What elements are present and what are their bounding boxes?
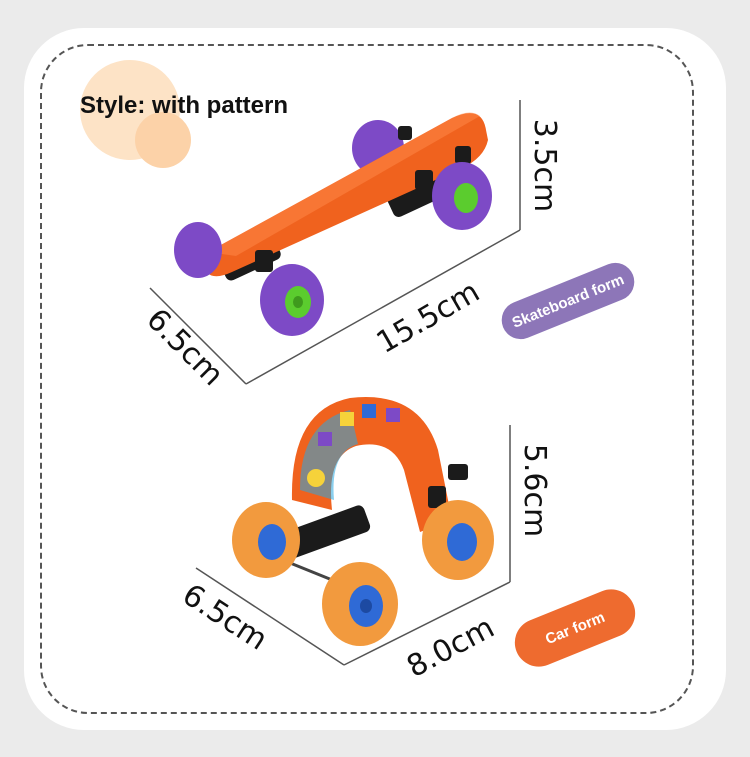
car-toy (232, 397, 494, 646)
dashed-frame (40, 44, 694, 714)
car-height-label: 5.6cm (517, 443, 553, 538)
skateboard-height-label: 3.5cm (527, 118, 563, 213)
skateboard-toy (174, 112, 492, 336)
style-label: Style: with pattern (80, 92, 289, 119)
decor-circle-small (135, 112, 191, 168)
